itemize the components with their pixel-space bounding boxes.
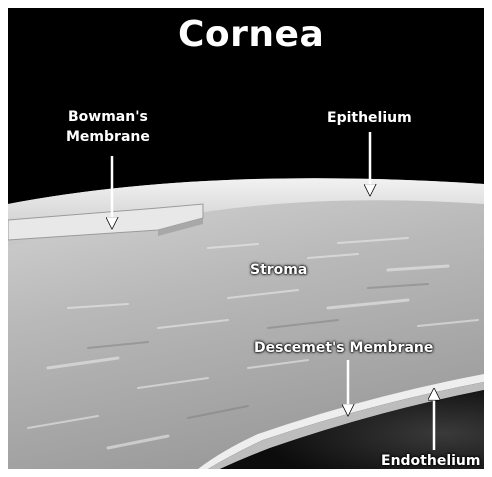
cornea-illustration xyxy=(8,8,484,469)
bowman-label-line2: Membrane xyxy=(66,129,150,145)
page-title: Cornea xyxy=(178,14,324,55)
cornea-diagram: Cornea Bowman's Membrane Epithelium Stro… xyxy=(8,8,484,469)
descemet-label: Descemet's Membrane xyxy=(254,340,433,356)
stroma-label: Stroma xyxy=(250,262,307,278)
epithelium-label: Epithelium xyxy=(327,110,412,126)
bowman-label-line1: Bowman's xyxy=(68,109,148,125)
endothelium-label: Endothelium xyxy=(381,453,480,469)
